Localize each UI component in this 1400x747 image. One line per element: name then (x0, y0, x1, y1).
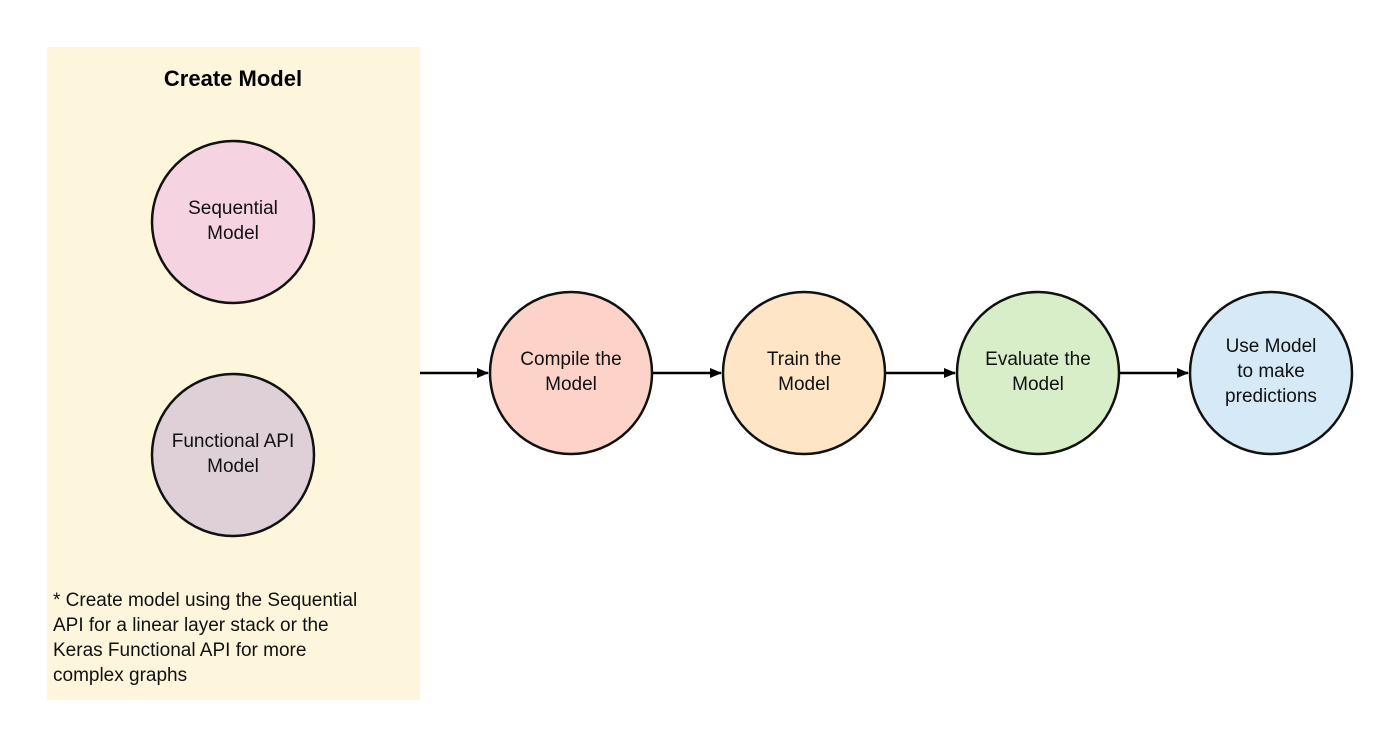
evaluate-model-node: Evaluate the Model (955, 290, 1121, 456)
functional-api-model-node: Functional API Model (150, 372, 316, 538)
train-model-circle (721, 290, 887, 456)
sequential-model-label-line2: Model (207, 223, 259, 244)
compile-model-label-line2: Model (545, 374, 597, 395)
use-model-circle (1188, 290, 1354, 456)
compile-model-circle (488, 290, 654, 456)
footnote-line1: * Create model using the Sequential (53, 590, 357, 611)
use-model-label-line2: to make (1237, 361, 1305, 382)
create-model-title: Create Model (164, 66, 302, 91)
footnote-line2: API for a linear layer stack or the (53, 615, 329, 636)
evaluate-model-label-line2: Model (1012, 374, 1064, 395)
train-model-label-line1: Train the (767, 349, 841, 370)
evaluate-model-circle (955, 290, 1121, 456)
evaluate-model-label-line1: Evaluate the (985, 349, 1091, 370)
sequential-model-label-line1: Sequential (188, 198, 278, 219)
use-model-label-line1: Use Model (1226, 336, 1317, 357)
use-model-label-line3: predictions (1225, 386, 1317, 407)
train-model-label-line2: Model (778, 374, 830, 395)
functional-api-model-label-line2: Model (207, 456, 259, 477)
functional-api-model-label-line1: Functional API (172, 431, 295, 452)
create-model-panel: Create Model Sequential Model Functional… (47, 47, 420, 700)
train-model-node: Train the Model (721, 290, 887, 456)
footnote-line4: complex graphs (53, 665, 187, 686)
functional-api-model-circle (150, 372, 316, 538)
create-model-footnote: * Create model using the Sequential API … (53, 590, 357, 686)
compile-model-label-line1: Compile the (520, 349, 621, 370)
sequential-model-circle (150, 139, 316, 305)
sequential-model-node: Sequential Model (150, 139, 316, 305)
footnote-line3: Keras Functional API for more (53, 640, 306, 661)
use-model-node: Use Model to make predictions (1188, 290, 1354, 456)
compile-model-node: Compile the Model (488, 290, 654, 456)
